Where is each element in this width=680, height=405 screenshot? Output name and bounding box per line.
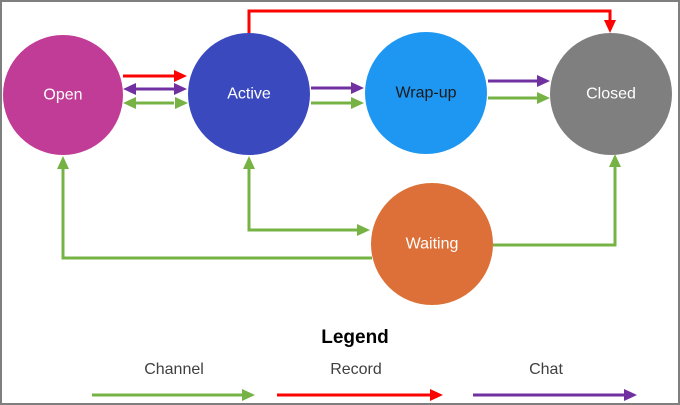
arrowhead-down-icon — [604, 20, 616, 33]
state-label-wrapup: Wrap-up — [395, 85, 456, 102]
transition-wrapup-closed-channel — [488, 92, 550, 104]
arrowhead-left-icon — [123, 97, 136, 109]
transition-waiting-open-channel — [57, 156, 372, 260]
record-elbow-line — [247, 9, 612, 34]
transition-waiting-closed-channel — [493, 154, 621, 247]
legend-label-chat: Chat — [529, 361, 563, 378]
transition-open-active-channel — [123, 97, 188, 109]
arrowhead-right-icon — [351, 97, 364, 109]
state-label-active: Active — [227, 86, 271, 103]
arrowhead-right-icon — [430, 389, 443, 401]
arrowhead-right-icon — [624, 389, 637, 401]
state-node-open: Open — [3, 35, 123, 155]
arrowhead-right-icon — [174, 83, 187, 95]
state-node-active: Active — [188, 33, 310, 155]
legend: Legend Channel Record Chat — [92, 327, 637, 401]
arrowhead-right-icon — [357, 224, 370, 236]
channel-elbow-line — [247, 168, 357, 232]
arrowhead-up-icon — [57, 156, 69, 169]
active-circle — [188, 33, 310, 155]
arrowhead-right-icon — [537, 92, 550, 104]
closed-circle — [550, 33, 672, 155]
channel-elbow-line — [493, 167, 617, 247]
arrowhead-up-icon — [243, 156, 255, 169]
arrowhead-up-icon — [609, 154, 621, 167]
waiting-circle — [371, 183, 493, 305]
legend-title: Legend — [321, 327, 389, 348]
arrowhead-left-icon — [123, 83, 136, 95]
legend-label-record: Record — [330, 361, 382, 378]
transition-open-active-record — [123, 70, 187, 82]
transition-active-waiting-channel — [243, 156, 370, 236]
state-label-waiting: Waiting — [406, 236, 459, 253]
transition-active-wrapup-chat — [311, 82, 364, 94]
open-circle — [3, 35, 123, 155]
arrowhead-right-icon — [242, 389, 255, 401]
state-node-closed: Closed — [550, 33, 672, 155]
wrapup-circle — [365, 32, 487, 154]
legend-label-channel: Channel — [144, 361, 204, 378]
transition-wrapup-closed-chat — [488, 75, 550, 87]
state-label-open: Open — [43, 87, 82, 104]
arrowhead-right-icon — [537, 75, 550, 87]
state-node-waiting: Waiting — [371, 183, 493, 305]
arrowhead-right-icon — [351, 82, 364, 94]
arrowhead-right-icon — [174, 70, 187, 82]
state-node-wrapup: Wrap-up — [365, 32, 487, 154]
state-label-closed: Closed — [586, 86, 636, 103]
channel-elbow-line — [61, 168, 372, 260]
transition-active-closed-record — [247, 9, 616, 34]
transition-active-wrapup-channel — [311, 97, 364, 109]
arrowhead-right-icon — [175, 97, 188, 109]
transition-open-active-chat — [123, 83, 187, 95]
